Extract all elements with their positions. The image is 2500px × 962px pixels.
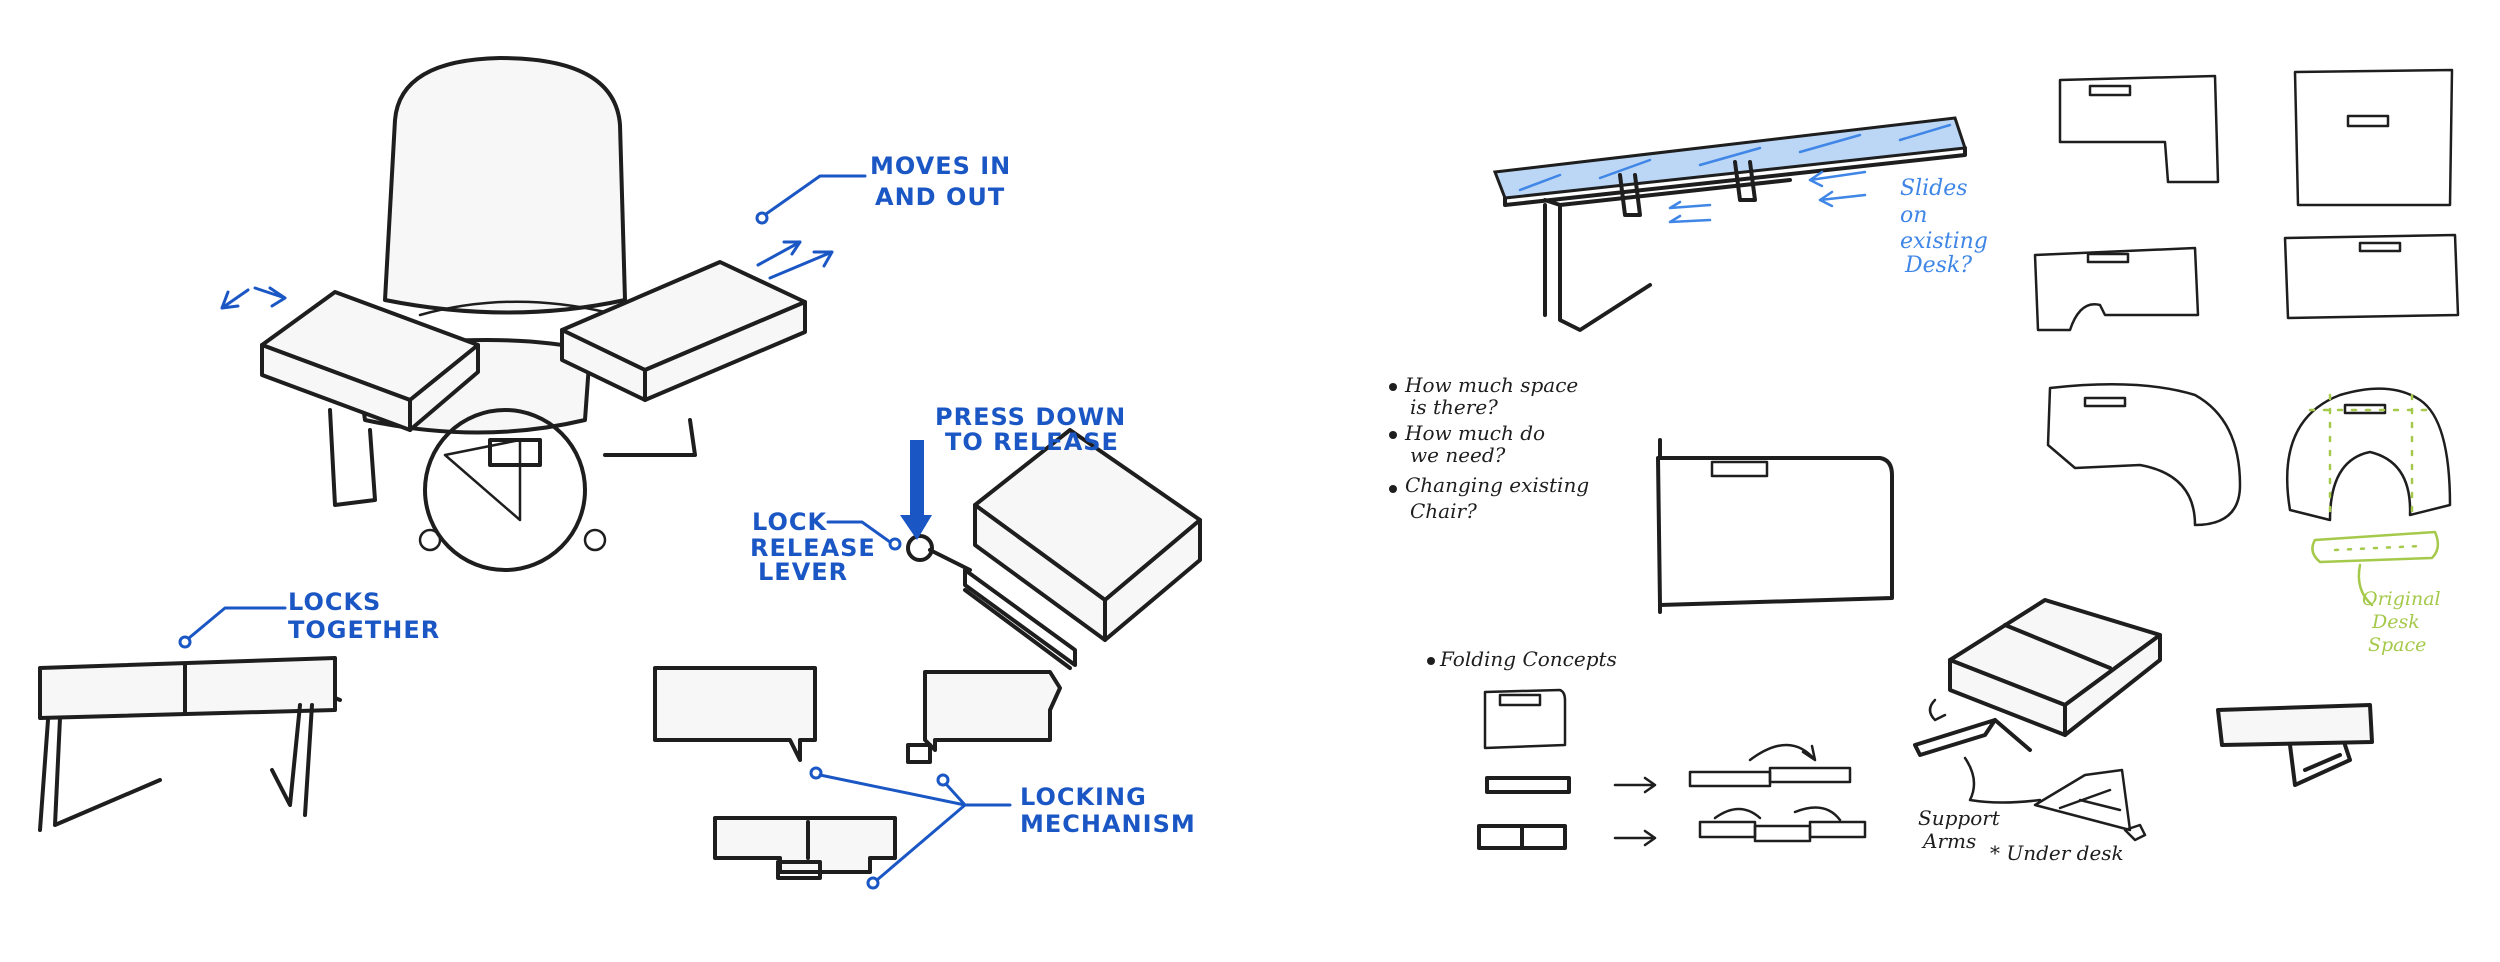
question-3-line1: Changing existing bbox=[1405, 473, 1589, 497]
locks-label-line1: LOCKS bbox=[288, 588, 381, 616]
desk-shape-thumbnails bbox=[2033, 68, 2460, 527]
question-1-line2: is there? bbox=[1410, 395, 1498, 419]
original-desk-annotation: Original Desk Space bbox=[2311, 530, 2441, 656]
locking-label-line1: LOCKING bbox=[1020, 783, 1147, 811]
folded-desk-sketch bbox=[906, 428, 1202, 670]
questions-list: How much space is there? How much do we … bbox=[1389, 373, 1589, 523]
folding-title: Folding Concepts bbox=[1439, 647, 1617, 671]
question-3-line2: Chair? bbox=[1410, 499, 1477, 523]
locking-annotation: LOCKING MECHANISM bbox=[809, 766, 1196, 890]
under-desk-label: * Under desk bbox=[1990, 841, 2124, 865]
press-label-line2: TO RELEASE bbox=[945, 428, 1119, 456]
question-2-line2: we need? bbox=[1410, 443, 1506, 467]
original-line2: Desk bbox=[2371, 611, 2420, 633]
question-2-line1: How much do bbox=[1404, 421, 1545, 445]
right-armrest-desk bbox=[560, 260, 807, 402]
moves-annotation: MOVES IN AND OUT bbox=[755, 152, 1011, 225]
under-desk-sketch bbox=[2216, 703, 2374, 787]
locks-label-line2: TOGETHER bbox=[288, 616, 440, 644]
slides-annotation: Slides on existing Desk? bbox=[1900, 176, 1988, 278]
support-labels: Support Arms * Under desk bbox=[1918, 806, 2124, 865]
slide-desk-sketch bbox=[1492, 116, 1968, 332]
press-down-annotation: PRESS DOWN TO RELEASE bbox=[900, 403, 1126, 540]
left-armrest-desk bbox=[260, 290, 480, 432]
moves-label-line2: AND OUT bbox=[875, 183, 1005, 211]
lock-label-line3: LEVER bbox=[758, 558, 848, 586]
support-arms-sketch bbox=[1913, 598, 2162, 842]
move-arrows bbox=[220, 240, 834, 310]
original-line3: Space bbox=[2368, 634, 2426, 656]
joined-desk-sketch bbox=[38, 656, 342, 832]
slide-arrows bbox=[1668, 170, 1867, 224]
original-line1: Original bbox=[2362, 588, 2441, 610]
lock-lever-annotation: LOCK RELEASE LEVER bbox=[750, 508, 902, 586]
question-1-line1: How much space bbox=[1404, 373, 1578, 397]
slides-line2: on bbox=[1900, 203, 1927, 228]
press-label-line1: PRESS DOWN bbox=[935, 403, 1126, 431]
locks-annotation: LOCKS TOGETHER bbox=[178, 588, 440, 649]
lock-label-line2: RELEASE bbox=[750, 534, 876, 562]
locking-mechanism-sketch bbox=[653, 666, 1062, 880]
moves-label-line1: MOVES IN bbox=[870, 152, 1011, 180]
locking-label-line2: MECHANISM bbox=[1020, 810, 1196, 838]
slides-line3: existing bbox=[1900, 229, 1988, 254]
folding-concepts: Folding Concepts bbox=[1427, 647, 1867, 850]
slides-line1: Slides bbox=[1900, 176, 1968, 201]
slides-line4: Desk? bbox=[1904, 253, 1972, 278]
big-desk-sketch bbox=[1656, 438, 1894, 614]
support-line2: Arms bbox=[1921, 829, 1976, 853]
lock-label-line1: LOCK bbox=[752, 508, 827, 536]
support-line1: Support bbox=[1918, 806, 2001, 830]
